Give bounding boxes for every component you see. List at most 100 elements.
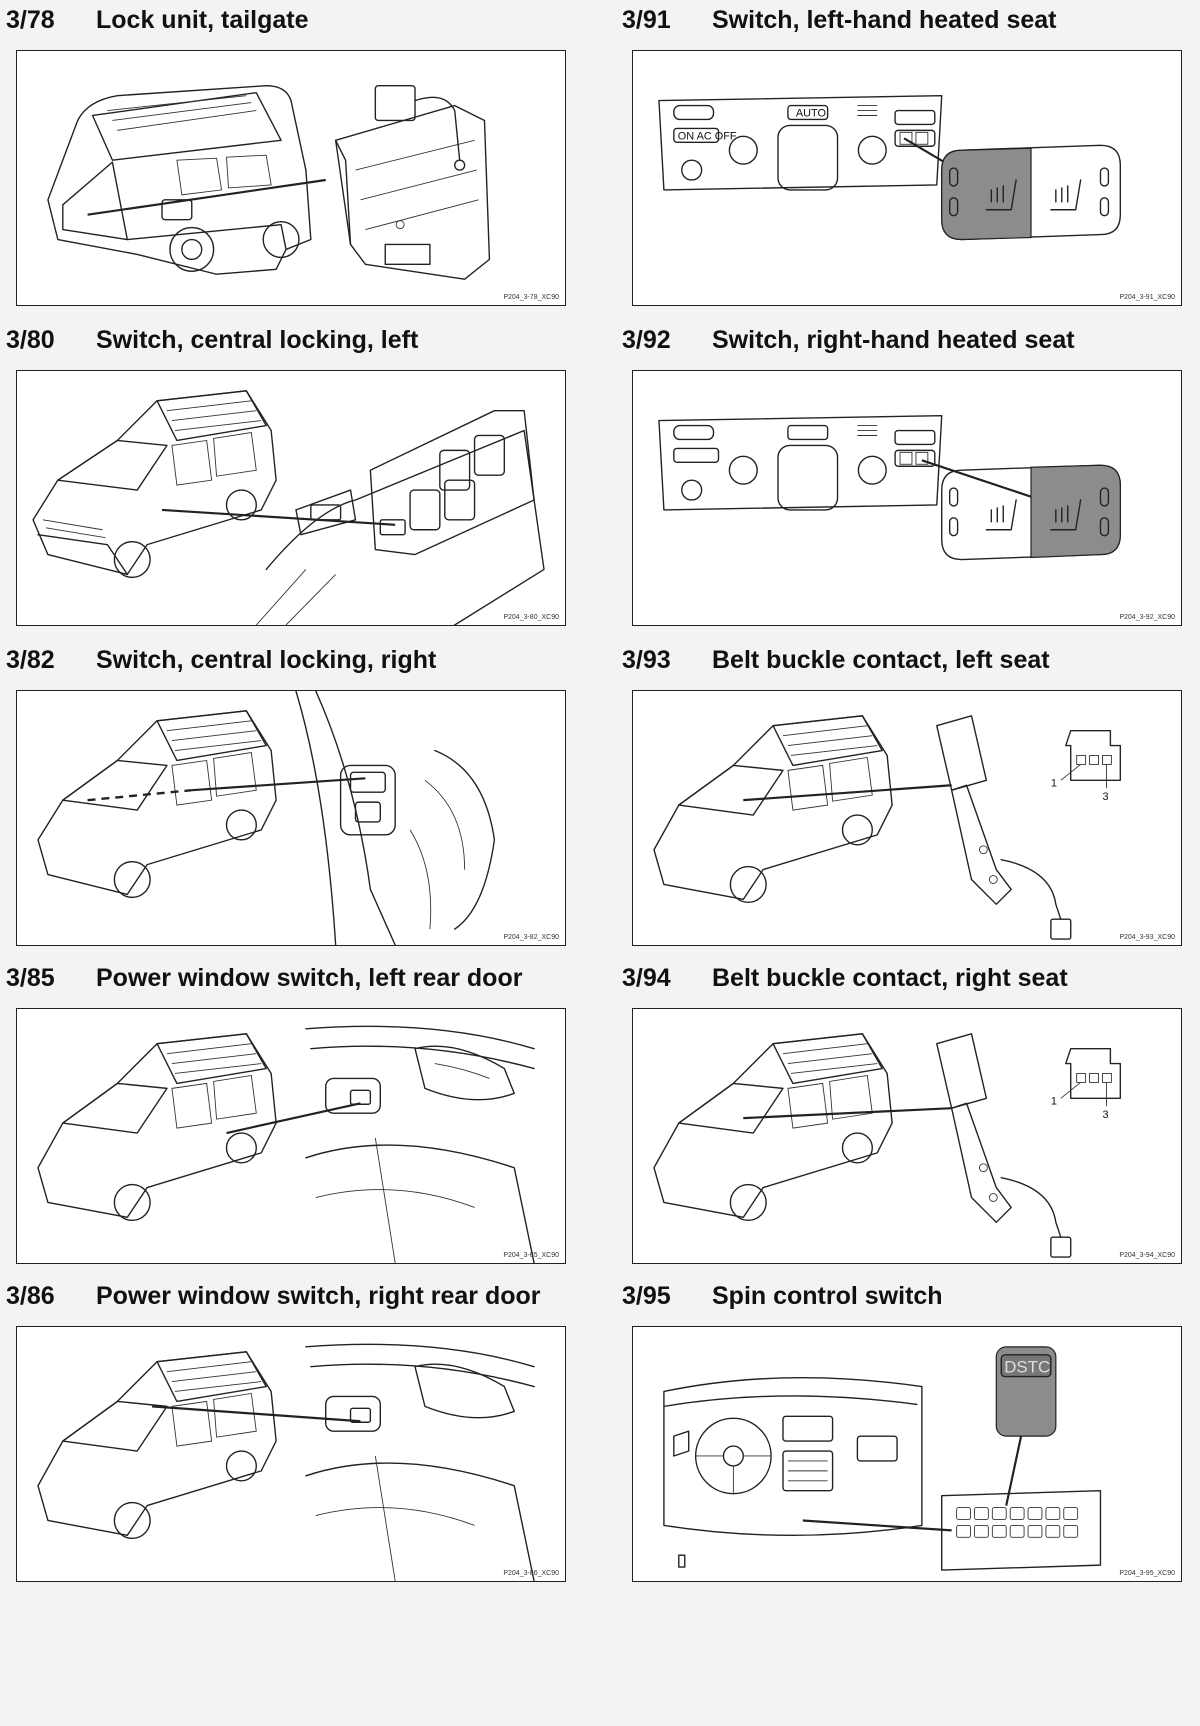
component-title: Power window switch, left rear door bbox=[96, 964, 523, 992]
suv-front-view-icon bbox=[653, 1033, 893, 1222]
suv-rear-view-icon bbox=[47, 85, 312, 275]
figure-reference: P204_3-86_XC90 bbox=[503, 1570, 559, 1577]
figure-reference: P204_3-82_XC90 bbox=[503, 934, 559, 941]
illustration-panel: P204_3-82_XC90 bbox=[16, 690, 566, 946]
component-heading: 3/85 Power window switch, left rear door bbox=[6, 958, 526, 998]
belt-buckle-left-illustration: 1 3 bbox=[653, 715, 1122, 940]
connector-pinout-icon: 1 3 bbox=[1051, 729, 1122, 803]
component-code: 3/94 bbox=[622, 964, 671, 992]
component-heading: 3/82 Switch, central locking, right bbox=[6, 640, 526, 680]
figure-reference: P204_3-94_XC90 bbox=[1119, 1252, 1175, 1259]
component-code: 3/92 bbox=[622, 326, 671, 354]
power-window-left-rear-illustration bbox=[37, 1025, 535, 1263]
component-3-91: 3/91 Switch, left-hand heated seat ON AC… bbox=[622, 0, 1182, 306]
figure-reference: P204_3-95_XC90 bbox=[1119, 1570, 1175, 1577]
pin-1-label: 1 bbox=[1051, 1095, 1057, 1107]
rear-door-panel-icon bbox=[305, 1025, 535, 1263]
component-title: Switch, central locking, left bbox=[96, 326, 419, 354]
pin-3-label: 3 bbox=[1102, 791, 1108, 803]
rear-door-panel-icon bbox=[305, 1343, 535, 1581]
component-3-93: 3/93 Belt buckle contact, left seat bbox=[622, 640, 1182, 946]
suv-front-view-icon bbox=[37, 710, 277, 899]
connector-pinout-icon: 1 3 bbox=[1051, 1047, 1122, 1121]
central-locking-left-illustration bbox=[32, 390, 545, 625]
belt-buckle-right-illustration: 1 3 bbox=[653, 1033, 1122, 1258]
figure-reference: P204_3-91_XC90 bbox=[1119, 294, 1175, 301]
component-heading: 3/86 Power window switch, right rear doo… bbox=[6, 1276, 541, 1316]
illustration-panel: P204_3-92_XC90 bbox=[632, 370, 1182, 626]
component-3-95: 3/95 Spin control switch bbox=[622, 1276, 1182, 1582]
component-code: 3/95 bbox=[622, 1282, 671, 1310]
door-panel-switch-icon bbox=[255, 409, 545, 625]
door-panel-switch-icon bbox=[295, 691, 496, 945]
component-title: Lock unit, tailgate bbox=[96, 6, 309, 34]
figure-reference: P204_3-85_XC90 bbox=[503, 1252, 559, 1259]
figure-reference: P204_3-93_XC90 bbox=[1119, 934, 1175, 941]
illustration-panel: 1 3 P204_3-93_XC90 bbox=[632, 690, 1182, 946]
pin-1-label: 1 bbox=[1051, 777, 1057, 789]
component-heading: 3/95 Spin control switch bbox=[622, 1276, 1142, 1316]
center-console-switches-icon bbox=[941, 1490, 1102, 1571]
heated-seat-switch-icon bbox=[941, 464, 1122, 561]
figure-reference: P204_3-92_XC90 bbox=[1119, 614, 1175, 621]
component-heading: 3/92 Switch, right-hand heated seat bbox=[622, 320, 1142, 360]
spin-control-switch-illustration: DSTC bbox=[663, 1346, 1102, 1571]
component-3-82: 3/82 Switch, central locking, right bbox=[6, 640, 566, 946]
power-window-right-rear-illustration bbox=[37, 1343, 535, 1581]
component-3-94: 3/94 Belt buckle contact, right seat bbox=[622, 958, 1182, 1264]
pin-3-label: 3 bbox=[1102, 1109, 1108, 1121]
illustration-panel: DSTC P204_3-95_XC90 bbox=[632, 1326, 1182, 1582]
illustration-panel: P204_3-78_XC90 bbox=[16, 50, 566, 306]
auto-button-label: AUTO bbox=[796, 107, 826, 119]
component-code: 3/85 bbox=[6, 964, 55, 992]
component-title: Belt buckle contact, left seat bbox=[712, 646, 1050, 674]
component-heading: 3/94 Belt buckle contact, right seat bbox=[622, 958, 1142, 998]
climate-control-panel-icon: ON AC OFF AUTO bbox=[658, 94, 943, 191]
component-code: 3/78 bbox=[6, 6, 55, 34]
belt-buckle-icon bbox=[936, 1033, 1072, 1258]
component-heading: 3/91 Switch, left-hand heated seat bbox=[622, 0, 1142, 40]
component-code: 3/82 bbox=[6, 646, 55, 674]
suv-front-view-icon bbox=[37, 1351, 277, 1540]
right-heated-seat-switch-illustration bbox=[658, 414, 1122, 561]
component-heading: 3/80 Switch, central locking, left bbox=[6, 320, 526, 360]
component-3-86: 3/86 Power window switch, right rear doo… bbox=[6, 1276, 566, 1582]
left-heated-seat-switch-illustration: ON AC OFF AUTO bbox=[658, 94, 1122, 241]
climate-control-panel-icon bbox=[658, 414, 943, 511]
suv-front-view-icon bbox=[37, 1033, 277, 1222]
component-title: Switch, left-hand heated seat bbox=[712, 6, 1057, 34]
component-title: Belt buckle contact, right seat bbox=[712, 964, 1068, 992]
component-title: Switch, central locking, right bbox=[96, 646, 437, 674]
figure-reference: P204_3-80_XC90 bbox=[503, 614, 559, 621]
suv-front-view-icon bbox=[32, 390, 277, 579]
component-3-92: 3/92 Switch, right-hand heated seat bbox=[622, 320, 1182, 626]
belt-buckle-icon bbox=[936, 715, 1072, 940]
dstc-button-icon: DSTC bbox=[995, 1346, 1057, 1437]
component-code: 3/86 bbox=[6, 1282, 55, 1310]
illustration-panel: 1 3 P204_3-94_XC90 bbox=[632, 1008, 1182, 1264]
component-heading: 3/93 Belt buckle contact, left seat bbox=[622, 640, 1142, 680]
component-3-78: 3/78 Lock unit, tailgate bbox=[6, 0, 566, 306]
component-heading: 3/78 Lock unit, tailgate bbox=[6, 0, 526, 40]
component-title: Switch, right-hand heated seat bbox=[712, 326, 1075, 354]
component-title: Power window switch, right rear door bbox=[96, 1282, 541, 1310]
tailgate-lock-illustration bbox=[47, 85, 491, 280]
central-locking-right-illustration bbox=[37, 691, 496, 945]
dstc-label: DSTC bbox=[1004, 1358, 1050, 1377]
component-code: 3/91 bbox=[622, 6, 671, 34]
illustration-panel: P204_3-86_XC90 bbox=[16, 1326, 566, 1582]
component-code: 3/80 bbox=[6, 326, 55, 354]
dashboard-icon bbox=[663, 1377, 923, 1568]
suv-front-view-icon bbox=[653, 715, 893, 904]
figure-reference: P204_3-78_XC90 bbox=[503, 294, 559, 301]
illustration-panel: P204_3-85_XC90 bbox=[16, 1008, 566, 1264]
component-3-80: 3/80 Switch, central locking, left bbox=[6, 320, 566, 626]
lock-unit-icon bbox=[334, 85, 491, 280]
illustration-panel: P204_3-80_XC90 bbox=[16, 370, 566, 626]
component-code: 3/93 bbox=[622, 646, 671, 674]
illustration-panel: ON AC OFF AUTO bbox=[632, 50, 1182, 306]
heated-seat-switch-icon bbox=[941, 144, 1122, 241]
component-title: Spin control switch bbox=[712, 1282, 943, 1310]
ac-buttons-label: ON AC OFF bbox=[678, 130, 737, 142]
component-3-85: 3/85 Power window switch, left rear door bbox=[6, 958, 566, 1264]
